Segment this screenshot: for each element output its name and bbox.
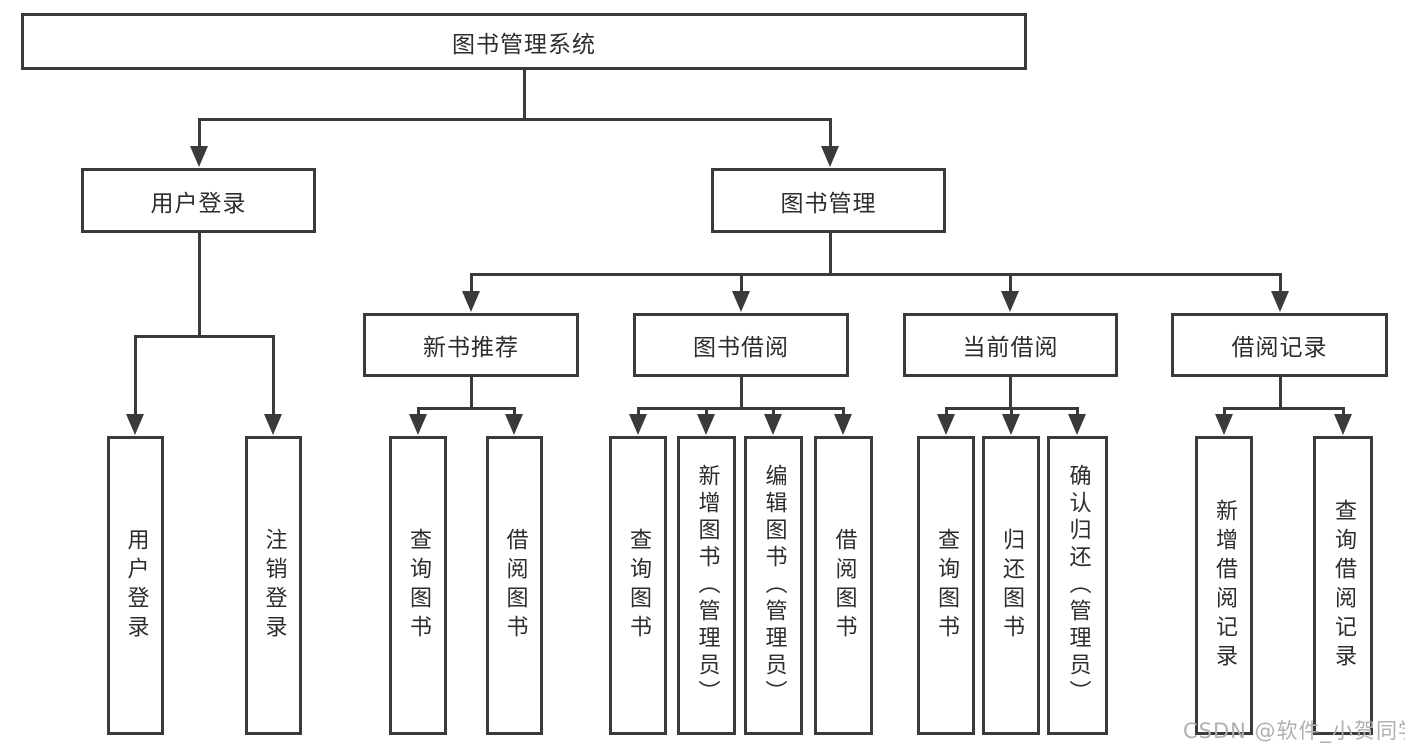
- arrow-down-icon: [264, 414, 282, 435]
- node-current-borrowing: 当前借阅: [903, 313, 1118, 377]
- connector-line: [1223, 407, 1344, 410]
- csdn-watermark: CSDN @软件_小贺同学: [1183, 719, 1405, 743]
- leaf-bb-add-books-admin-label: 新增图书（管理员）: [694, 464, 720, 707]
- connector-line: [1009, 376, 1012, 410]
- connector-line: [470, 273, 473, 293]
- leaf-bb-borrow-books-label: 借阅图书: [831, 527, 857, 644]
- leaf-cb-query-books: 查询图书: [917, 436, 975, 735]
- node-user-login: 用户登录: [81, 168, 316, 233]
- connector-line: [842, 407, 845, 416]
- connector-line: [945, 407, 948, 416]
- leaf-bb-query-books-label: 查询图书: [626, 527, 651, 644]
- connector-line: [1342, 407, 1345, 416]
- arrow-down-icon: [1001, 291, 1019, 312]
- arrow-down-icon: [126, 414, 144, 435]
- leaf-nb-query-books: 查询图书: [389, 436, 447, 735]
- connector-line: [829, 232, 832, 276]
- arrow-down-icon: [190, 146, 208, 167]
- arrow-down-icon: [821, 146, 839, 167]
- leaf-cb-confirm-return-admin: 确认归还（管理员）: [1047, 436, 1108, 735]
- connector-line: [134, 335, 137, 416]
- leaf-bb-edit-books-admin-label: 编辑图书（管理员）: [761, 464, 787, 707]
- connector-line: [470, 273, 1281, 276]
- connector-line: [829, 118, 832, 148]
- connector-line: [272, 335, 275, 416]
- arrow-down-icon: [505, 414, 523, 435]
- node-root: 图书管理系统: [21, 13, 1027, 70]
- arrow-down-icon: [1271, 291, 1289, 312]
- node-book-borrowing-label: 图书借阅: [693, 335, 789, 361]
- connector-line: [417, 407, 515, 410]
- node-borrowing-records: 借阅记录: [1171, 313, 1388, 377]
- leaf-bb-edit-books-admin: 编辑图书（管理员）: [744, 436, 803, 735]
- leaf-bb-add-books-admin: 新增图书（管理员）: [677, 436, 736, 735]
- arrow-down-icon: [764, 414, 782, 435]
- leaf-user-login-label: 用户登录: [123, 527, 149, 644]
- connector-line: [470, 376, 473, 410]
- leaf-cb-confirm-return-admin-label: 确认归还（管理员）: [1065, 464, 1091, 707]
- connector-line: [134, 335, 274, 338]
- connector-line: [1010, 407, 1013, 416]
- node-book-management-label: 图书管理: [780, 190, 877, 217]
- connector-line: [417, 407, 420, 416]
- connector-line: [198, 232, 201, 338]
- node-new-book-recommend-label: 新书推荐: [423, 335, 519, 361]
- leaf-user-login: 用户登录: [107, 436, 164, 735]
- connector-line: [1279, 273, 1282, 293]
- leaf-bb-borrow-books: 借阅图书: [814, 436, 873, 735]
- arrow-down-icon: [1215, 414, 1233, 435]
- leaf-bb-query-books: 查询图书: [609, 436, 667, 735]
- node-borrowing-records-label: 借阅记录: [1231, 335, 1328, 361]
- connector-line: [198, 118, 831, 121]
- arrow-down-icon: [834, 414, 852, 435]
- connector-line: [740, 273, 743, 293]
- arrow-down-icon: [629, 414, 647, 435]
- leaf-br-add-record: 新增借阅记录: [1195, 436, 1253, 735]
- connector-line: [705, 407, 708, 416]
- connector-line: [1279, 376, 1282, 410]
- arrow-down-icon: [462, 291, 480, 312]
- node-book-borrowing: 图书借阅: [633, 313, 849, 377]
- connector-line: [523, 70, 526, 121]
- arrow-down-icon: [409, 414, 427, 435]
- arrow-down-icon: [1002, 414, 1020, 435]
- leaf-cb-return-books: 归还图书: [982, 436, 1040, 735]
- leaf-br-add-record-label: 新增借阅记录: [1212, 498, 1237, 673]
- leaf-nb-borrow-books: 借阅图书: [486, 436, 543, 735]
- leaf-logout-label: 注销登录: [261, 527, 287, 644]
- leaf-cb-query-books-label: 查询图书: [934, 527, 959, 644]
- node-new-book-recommend: 新书推荐: [363, 313, 579, 377]
- node-root-label: 图书管理系统: [452, 31, 596, 58]
- arrow-down-icon: [697, 414, 715, 435]
- connector-line: [513, 407, 516, 416]
- leaf-logout: 注销登录: [245, 436, 302, 735]
- node-user-login-label: 用户登录: [150, 190, 247, 217]
- connector-line: [198, 118, 201, 148]
- leaf-nb-borrow-books-label: 借阅图书: [502, 527, 528, 644]
- connector-line: [637, 407, 640, 416]
- connector-line: [637, 407, 844, 410]
- arrow-down-icon: [732, 291, 750, 312]
- leaf-nb-query-books-label: 查询图书: [406, 527, 431, 644]
- connector-line: [1076, 407, 1079, 416]
- arrow-down-icon: [1068, 414, 1086, 435]
- leaf-cb-return-books-label: 归还图书: [999, 527, 1024, 644]
- connector-line: [1223, 407, 1226, 416]
- connector-line: [772, 407, 775, 416]
- leaf-br-query-record: 查询借阅记录: [1313, 436, 1373, 735]
- leaf-br-query-record-label: 查询借阅记录: [1331, 498, 1356, 673]
- arrow-down-icon: [937, 414, 955, 435]
- arrow-down-icon: [1334, 414, 1352, 435]
- connector-line: [1009, 273, 1012, 293]
- node-book-management: 图书管理: [711, 168, 946, 233]
- connector-line: [740, 376, 743, 410]
- node-current-borrowing-label: 当前借阅: [962, 335, 1059, 361]
